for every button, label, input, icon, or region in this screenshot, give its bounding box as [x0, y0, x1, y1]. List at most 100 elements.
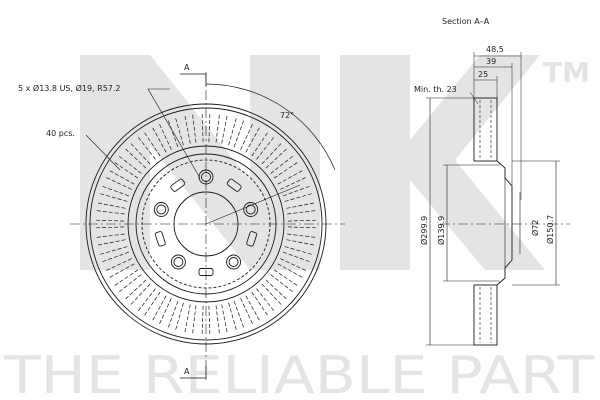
vane-line — [251, 291, 269, 318]
dim-299-9-label: Ø299.9 — [419, 216, 429, 245]
dim-25-label: 25 — [478, 70, 488, 79]
bolt-hole — [173, 257, 184, 267]
angle-ray — [205, 184, 301, 225]
vane-line — [123, 279, 147, 301]
vane-line — [94, 226, 125, 229]
vane-line — [287, 210, 318, 215]
vane-line — [251, 130, 269, 157]
friction-ring-top — [473, 97, 498, 162]
vane-line — [129, 283, 151, 307]
vane-line — [129, 141, 151, 165]
bolt-hole — [228, 257, 239, 267]
vane-line — [192, 305, 197, 336]
bolt-hole — [245, 204, 256, 215]
vane-line — [112, 269, 139, 287]
vane-line — [240, 122, 254, 150]
vane-line — [245, 125, 261, 153]
hole-spec-leader — [147, 88, 201, 179]
min-thickness-label: Min. th. 23 — [414, 85, 457, 94]
vane-line — [228, 302, 238, 332]
vane-line — [107, 169, 135, 185]
bolt-hole — [226, 254, 242, 270]
vane-line — [282, 251, 312, 263]
vane-line — [143, 130, 161, 157]
vane-line — [280, 258, 308, 272]
section-arrow-bottom — [180, 366, 207, 379]
front-view — [70, 72, 345, 380]
vane-line — [265, 147, 289, 169]
vane-line — [201, 112, 204, 143]
vane-line — [94, 210, 125, 215]
vane-line — [123, 147, 147, 169]
slot-holes — [154, 178, 258, 276]
vane-line — [98, 192, 128, 202]
vane-line — [136, 288, 156, 313]
vane-line — [270, 154, 295, 174]
vane-line — [100, 251, 130, 263]
vane-line — [215, 305, 220, 336]
vane-line — [221, 304, 228, 334]
vane-line — [270, 274, 295, 294]
vane-line — [158, 298, 172, 326]
vane-line — [233, 300, 245, 330]
vane-line — [228, 116, 238, 146]
vane-line — [282, 185, 312, 197]
vane-line — [107, 263, 135, 279]
trademark-mark: TM — [543, 56, 590, 89]
dim-48-5-label: 48.5 — [486, 45, 504, 54]
vane-line — [273, 161, 300, 179]
vane-line — [117, 154, 142, 174]
tagline-watermark: THE RELIABLE PART — [3, 346, 594, 400]
vane-line — [284, 192, 314, 202]
vane-line — [201, 305, 204, 336]
section-marker-bottom: A — [184, 367, 190, 376]
vane-line — [221, 114, 228, 144]
angle-arc — [205, 83, 336, 171]
vane-line — [96, 239, 126, 246]
vane-line — [104, 258, 132, 272]
hole-spec-label: 5 x Ø13.8 US, Ø19, R57.2 — [18, 83, 121, 93]
vane-line — [287, 233, 318, 238]
vanes-leader — [85, 134, 121, 171]
slot-hole — [246, 231, 258, 247]
vane-line — [158, 122, 172, 150]
vane-line — [233, 118, 245, 148]
dim-39-label: 39 — [486, 57, 496, 66]
vane-line — [277, 169, 305, 185]
vane-line — [256, 288, 276, 313]
vane-line — [112, 161, 139, 179]
vane-line — [167, 300, 179, 330]
vane-line — [151, 295, 167, 323]
vane-line — [240, 298, 254, 326]
section-title: Section A–A — [442, 17, 490, 26]
vane-line — [94, 233, 125, 238]
vane-line — [143, 291, 161, 318]
vane-line — [208, 112, 211, 143]
hat-profile-top — [496, 160, 513, 192]
vane-line — [167, 118, 179, 148]
vane-line — [277, 263, 305, 279]
bolt-hole — [156, 204, 167, 215]
vane-line — [284, 246, 314, 256]
section-marker-top: A — [184, 63, 190, 72]
bolt-holes — [153, 169, 259, 270]
vane-line — [215, 112, 220, 143]
vane-line — [174, 116, 184, 146]
vane-line — [184, 114, 191, 144]
vane-line — [261, 141, 283, 165]
friction-ring-bottom — [473, 284, 498, 346]
vane-line — [174, 302, 184, 332]
vane-line — [98, 246, 128, 256]
vane-line — [96, 202, 126, 209]
vane-line — [245, 295, 261, 323]
slot-hole — [226, 178, 242, 192]
vane-line — [286, 239, 316, 246]
vane-line — [261, 283, 283, 307]
vane-line — [280, 176, 308, 190]
bolt-hole — [153, 202, 169, 217]
section-view — [426, 52, 570, 346]
bolt-hole — [243, 202, 259, 217]
bolt-hole — [170, 254, 186, 270]
